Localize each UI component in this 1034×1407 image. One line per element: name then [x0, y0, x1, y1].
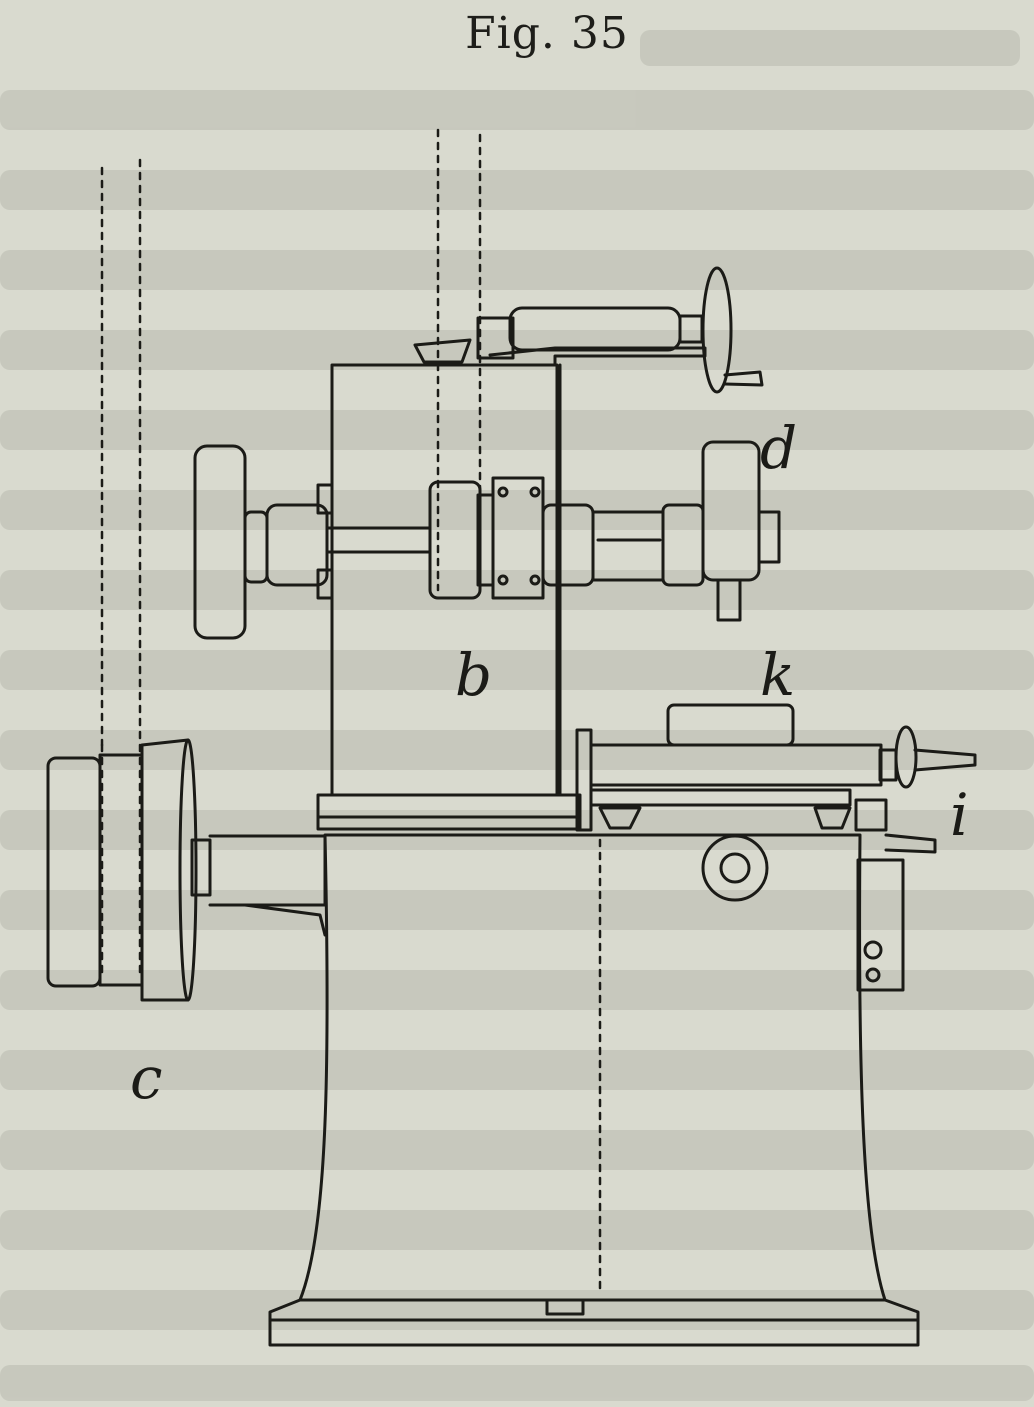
- label-c: c: [130, 1044, 162, 1112]
- part-labels: b c d k i: [130, 414, 969, 1112]
- left-belt-lines: [100, 158, 142, 977]
- label-b: b: [455, 641, 492, 709]
- machine-base: [268, 833, 920, 1347]
- work-table-k: [575, 703, 977, 902]
- spindle-assembly: [193, 440, 781, 640]
- label-i: i: [950, 781, 969, 849]
- figure-title: Fig. 35: [465, 8, 629, 59]
- label-d: d: [760, 414, 797, 482]
- top-feed-handwheel: [413, 266, 764, 394]
- label-k: k: [760, 641, 795, 709]
- top-belt-lines: [436, 128, 482, 592]
- feed-mechanism-i: [854, 798, 937, 992]
- pulley-c: [46, 738, 327, 1002]
